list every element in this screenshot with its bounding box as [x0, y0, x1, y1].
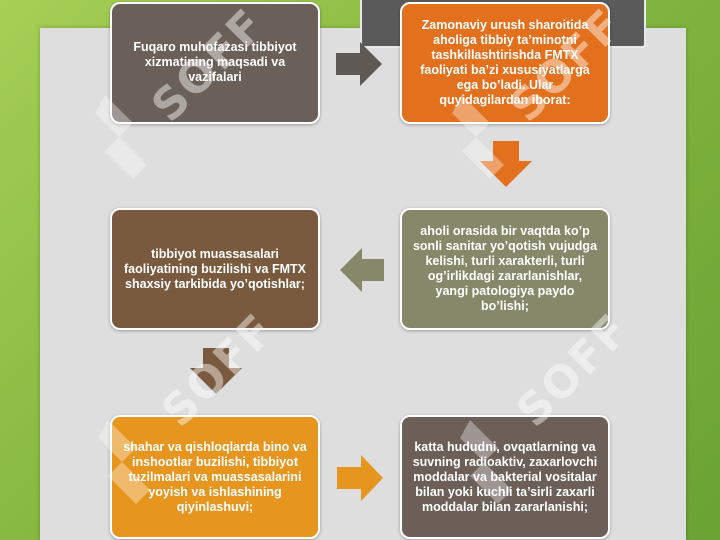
- watermark-logo-1: [95, 95, 147, 179]
- box-fmtx-goals: Fuqaro muhofazasi tibbiyot xizmatining m…: [110, 2, 320, 124]
- arrow-down-2: [190, 348, 242, 394]
- watermark-logo-2: [452, 95, 504, 179]
- box-contamination: katta hududni, ovqatlarning va suvning r…: [400, 415, 610, 539]
- box-medical-disruption: tibbiyot muassasalari faoliyatining buzi…: [110, 208, 320, 330]
- box-wartime-features: Zamonaviy urush sharoitida aholiga tibbi…: [400, 2, 610, 124]
- box-mass-casualties: aholi orasida bir vaqtda ko’p sonli sani…: [400, 208, 610, 330]
- arrow-right-1: [336, 42, 382, 86]
- arrow-right-2: [337, 455, 383, 501]
- watermark-logo-3: [98, 420, 150, 504]
- arrow-down-1: [480, 141, 532, 187]
- box-building-destruction: shahar va qishloqlarda bino va inshootla…: [110, 415, 320, 539]
- watermark-logo-4: [460, 420, 512, 504]
- arrow-left-1: [340, 248, 384, 292]
